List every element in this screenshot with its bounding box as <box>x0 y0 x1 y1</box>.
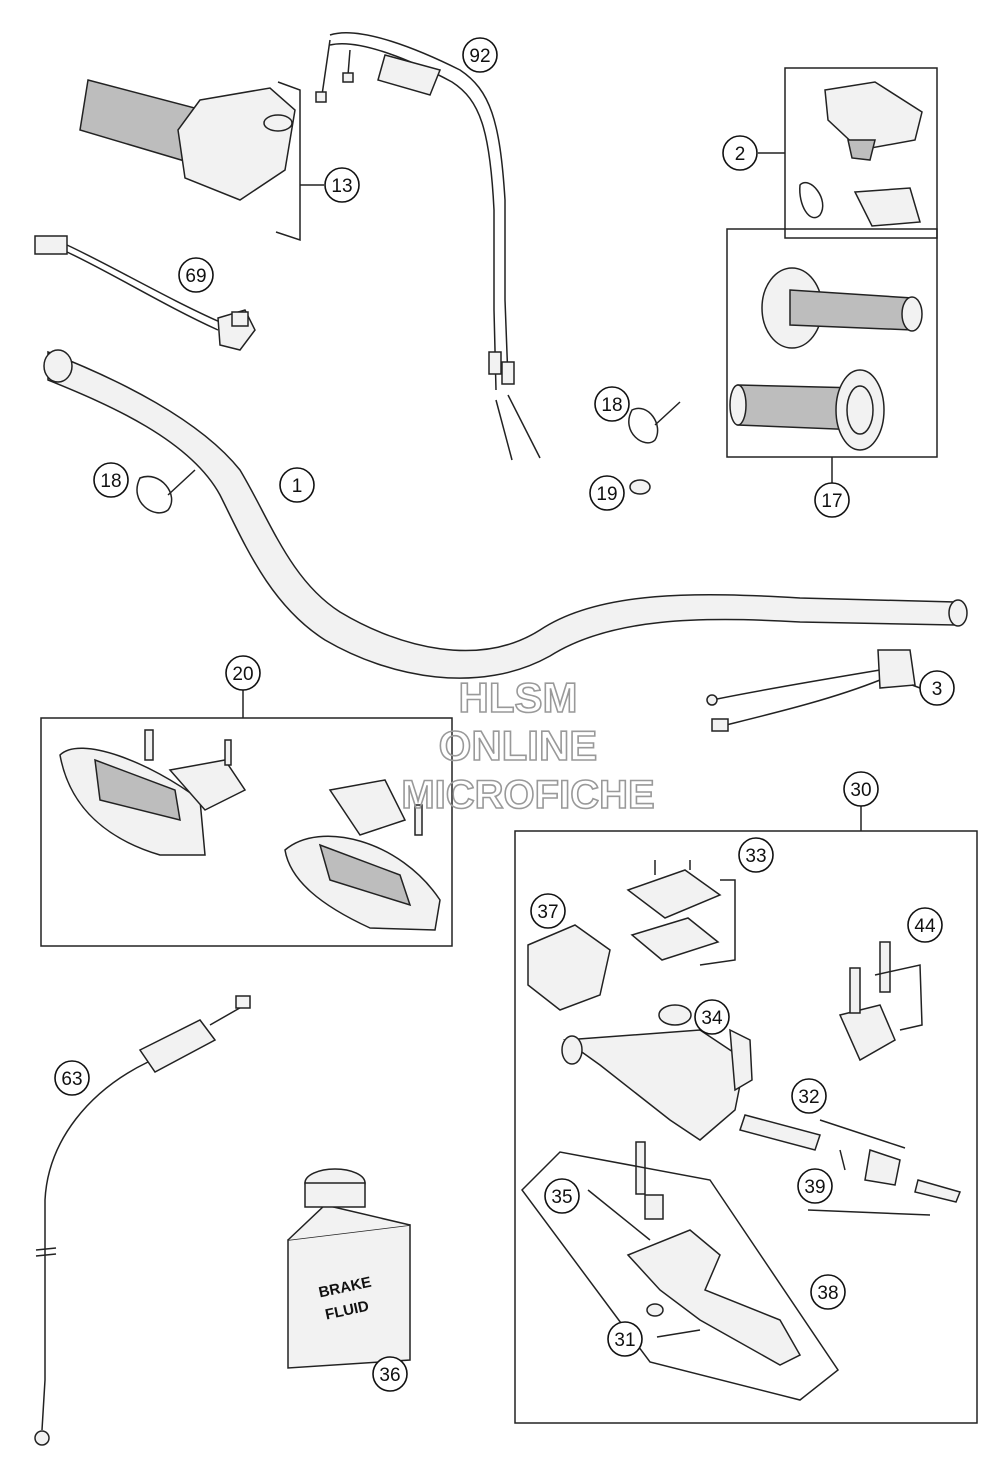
kill-switch <box>706 649 916 732</box>
callout-3: 3 <box>919 670 955 706</box>
watermark: HLSM ONLINE MICROFICHE <box>401 673 656 818</box>
master-cylinder-assembly <box>521 860 962 1401</box>
svg-text:1: 1 <box>292 476 303 497</box>
callout-38: 38 <box>810 1274 846 1310</box>
watermark-line1: HLSM <box>459 674 578 721</box>
svg-text:37: 37 <box>537 902 558 923</box>
svg-text:20: 20 <box>232 664 253 685</box>
svg-text:2: 2 <box>735 144 746 165</box>
svg-text:30: 30 <box>850 780 871 801</box>
callout-32: 32 <box>791 1078 827 1114</box>
switch-69 <box>34 235 256 351</box>
svg-text:13: 13 <box>331 176 352 197</box>
svg-text:32: 32 <box>798 1087 819 1108</box>
throttle-cables <box>315 31 541 461</box>
sensor-cable <box>34 995 251 1446</box>
svg-text:17: 17 <box>821 491 842 512</box>
grommet <box>629 479 651 495</box>
callout-34: 34 <box>694 999 730 1035</box>
callout-44: 44 <box>907 907 943 943</box>
brake-fluid-bottle: BRAKE FLUID <box>287 1168 411 1369</box>
svg-text:18: 18 <box>100 471 121 492</box>
svg-text:19: 19 <box>596 484 617 505</box>
cable-tie-left <box>136 469 196 514</box>
callout-17: 17 <box>814 482 850 518</box>
svg-text:3: 3 <box>932 679 943 700</box>
svg-text:31: 31 <box>614 1330 635 1351</box>
callout-2: 2 <box>722 135 758 171</box>
callout-31: 31 <box>607 1321 643 1357</box>
leader-lines <box>242 152 921 1338</box>
callout-19: 19 <box>589 475 625 511</box>
svg-text:36: 36 <box>379 1365 400 1386</box>
callout-30: 30 <box>843 771 879 807</box>
svg-text:35: 35 <box>551 1187 572 1208</box>
callout-36: 36 <box>372 1356 408 1392</box>
throttle-grip <box>79 79 301 242</box>
callout-39: 39 <box>797 1168 833 1204</box>
callout-63: 63 <box>54 1060 90 1096</box>
svg-text:39: 39 <box>804 1177 825 1198</box>
svg-text:63: 63 <box>61 1069 82 1090</box>
callout-33: 33 <box>738 837 774 873</box>
callout-13: 13 <box>324 167 360 203</box>
callout-69: 69 <box>178 257 214 293</box>
svg-text:33: 33 <box>745 846 766 867</box>
callout-37: 37 <box>530 893 566 929</box>
svg-text:69: 69 <box>185 266 206 287</box>
watermark-line3: MICROFICHE <box>401 773 654 817</box>
svg-text:18: 18 <box>601 395 622 416</box>
watermark-line2: ONLINE <box>439 722 598 769</box>
callouts: 92 2 13 69 17 18 18 19 1 3 20 30 33 37 4… <box>54 37 955 1392</box>
svg-text:34: 34 <box>701 1008 723 1029</box>
callout-1: 1 <box>279 467 315 503</box>
callout-92: 92 <box>462 37 498 73</box>
svg-text:92: 92 <box>469 46 490 67</box>
svg-text:44: 44 <box>914 916 936 937</box>
callout-18-left: 18 <box>93 462 129 498</box>
grips-set <box>729 267 923 451</box>
handlebar <box>43 349 968 679</box>
callout-35: 35 <box>544 1178 580 1214</box>
kit-2-parts <box>799 81 923 227</box>
svg-text:38: 38 <box>817 1283 838 1304</box>
callout-18-right: 18 <box>594 386 630 422</box>
handguards <box>59 729 441 931</box>
kit-box-20 <box>40 717 453 947</box>
kit-box-30 <box>514 830 978 1424</box>
callout-20: 20 <box>225 655 261 691</box>
cable-tie-right <box>628 401 681 444</box>
